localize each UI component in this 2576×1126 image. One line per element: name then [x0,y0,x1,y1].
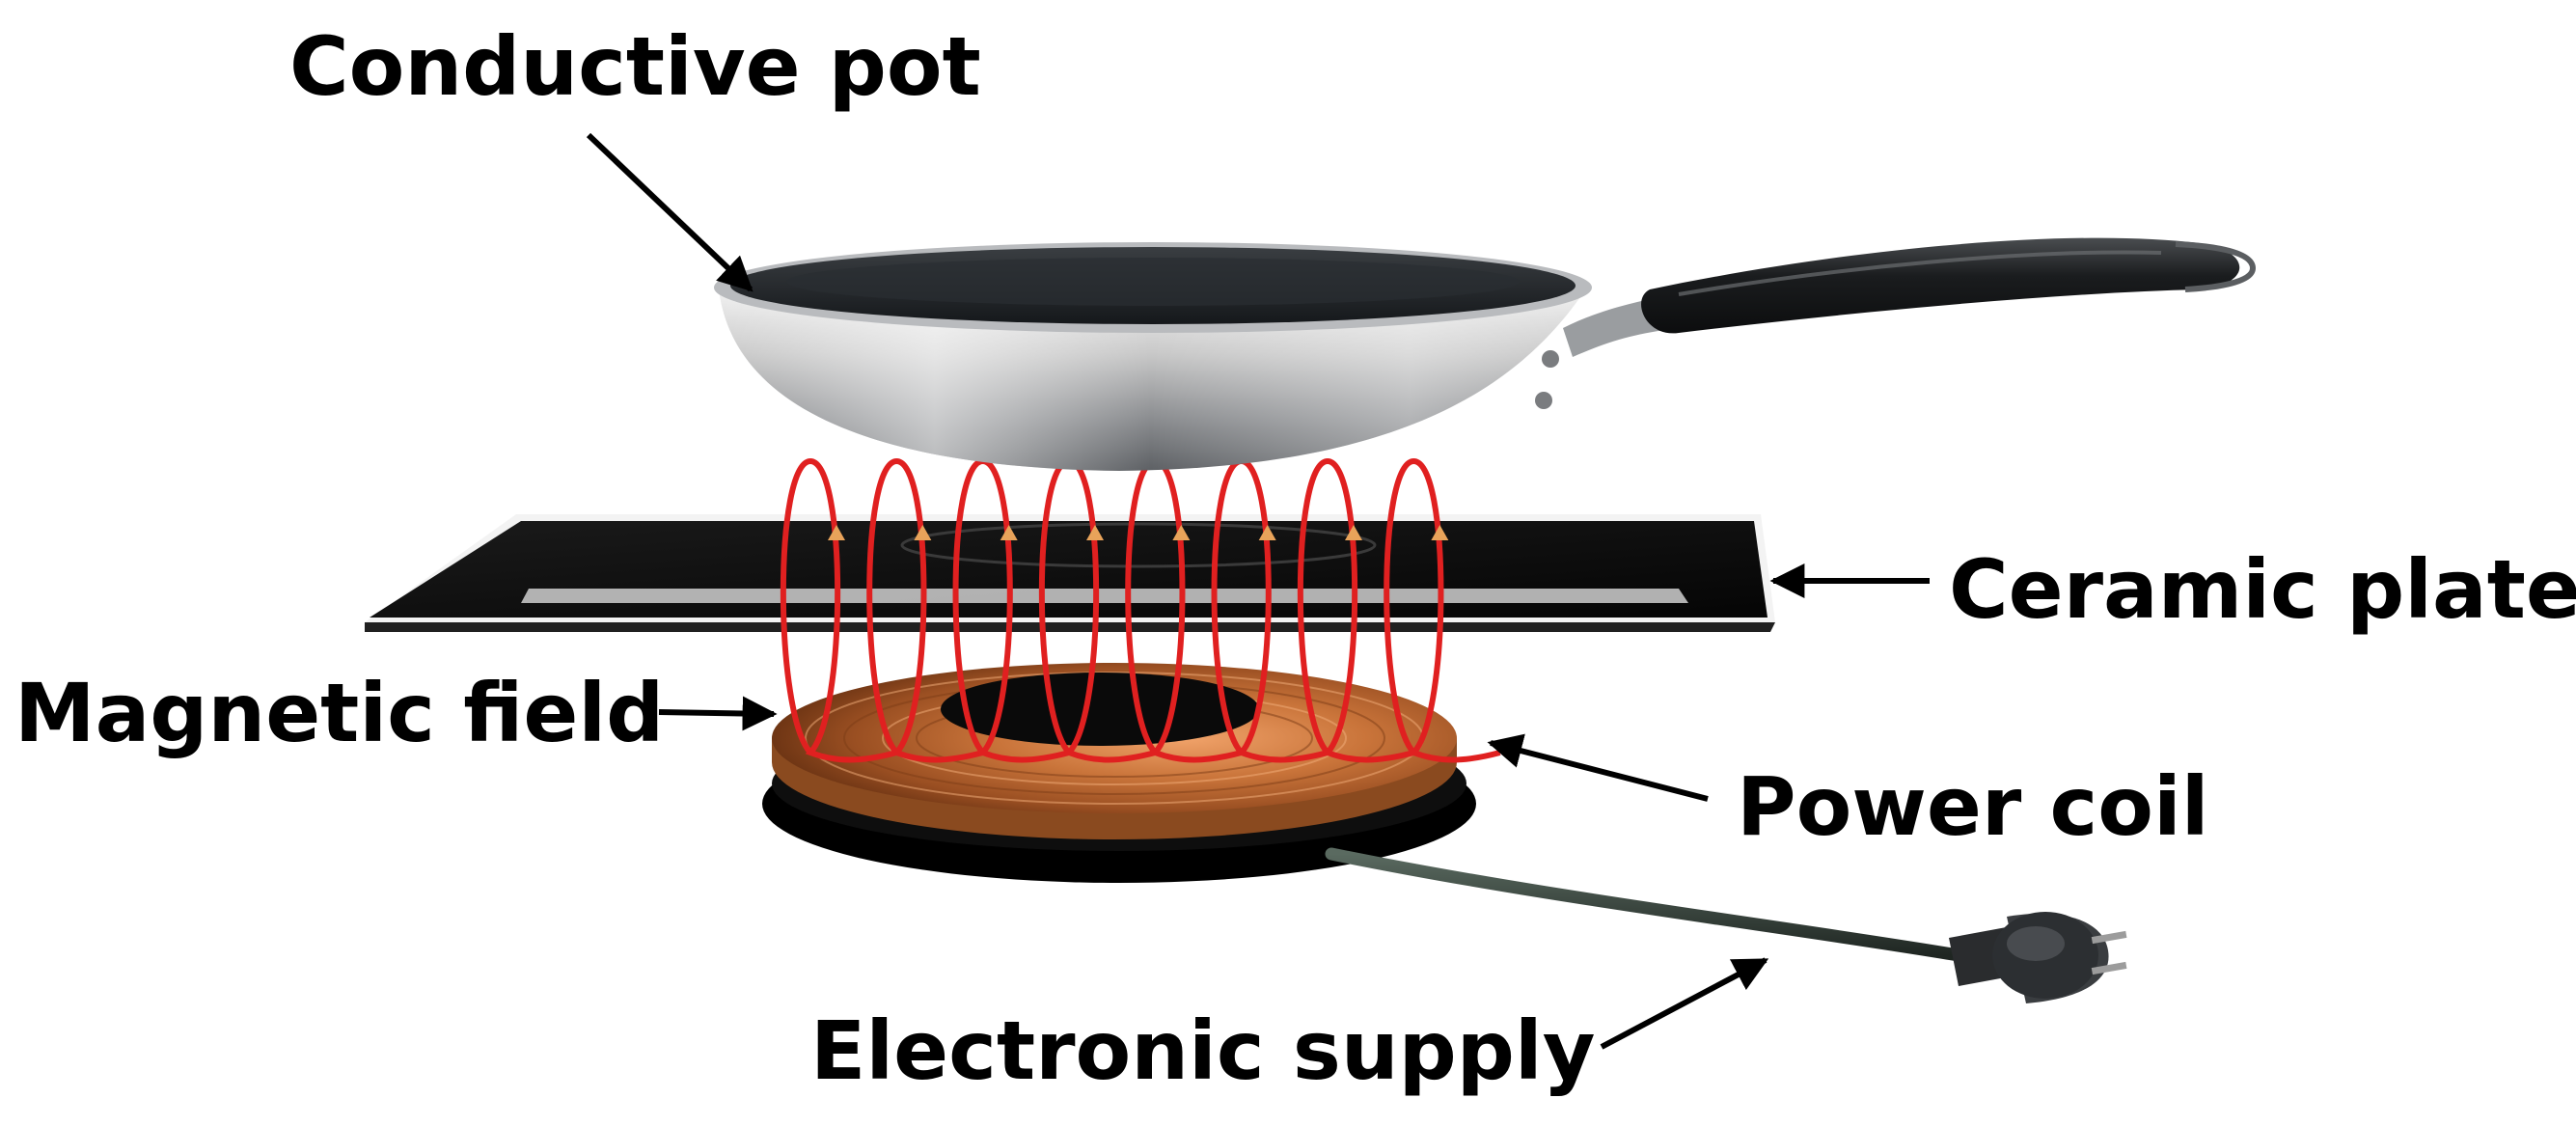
field-direction-arrow [1086,525,1105,540]
field-loop [1211,457,1329,763]
power-coil [772,663,1457,839]
field-loop [1125,457,1243,763]
field-direction-arrow [1431,525,1449,540]
label-conductive-pot: Conductive pot [289,19,981,114]
field-direction-arrow [1000,525,1018,540]
magnetic-field-lines [780,457,1501,763]
field-direction-arrow [1258,525,1276,540]
power-cord [1325,847,1965,962]
field-loop [952,457,1070,763]
field-direction-arrow [1172,525,1191,540]
arrow-conductive-pot [586,132,754,292]
label-power-coil: Power coil [1737,759,2209,854]
plug-icon [1949,912,2127,1003]
label-electronic-supply: Electronic supply [810,1003,1595,1098]
field-direction-arrow [914,525,932,540]
field-loop [1038,457,1157,763]
field-loop [1297,457,1415,763]
field-loop [1384,457,1501,763]
arrow-magnetic-field [658,696,778,731]
arrow-power-coil [1487,733,1709,802]
field-direction-arrow [1345,525,1363,540]
arrow-electronic-supply [1600,957,1769,1050]
field-loop [780,457,898,763]
callout-arrows [586,132,1930,1050]
pan-handle [1563,237,2257,357]
label-magnetic-field: Magnetic field [14,666,664,760]
field-direction-arrow [828,525,846,540]
conductive-pot [714,242,1592,471]
label-ceramic-plate: Ceramic plate [1949,542,2576,637]
ceramic-plate [365,514,1775,632]
field-loop [866,457,984,763]
